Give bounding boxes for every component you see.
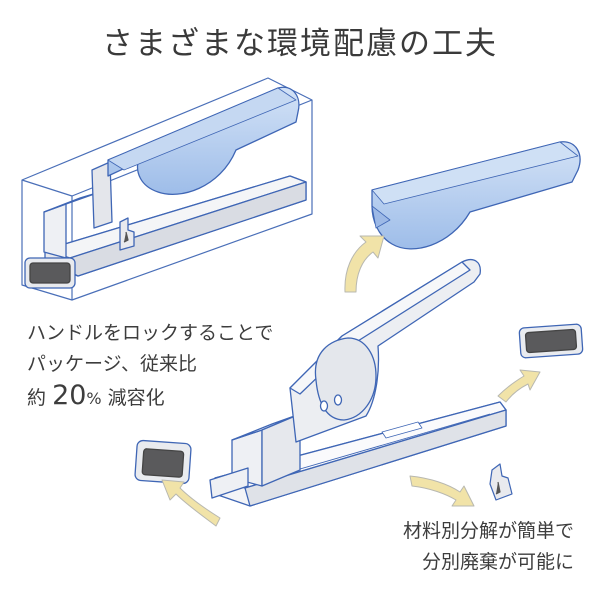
pivot-hole-2 (333, 394, 343, 406)
cushion-right (518, 323, 584, 359)
arrow-to-handle (344, 235, 385, 293)
volume-reduction-note: ハンドルをロックすることで パッケージ、従来比 約 20% 減容化 (27, 318, 273, 414)
reduction-label: 減容化 (107, 387, 165, 409)
note-left-line2: パッケージ、従来比 (27, 353, 198, 375)
packaged-body (43, 203, 67, 259)
pivot-plate (314, 337, 377, 421)
note-right-line1: 材料別分解が簡単で (402, 520, 574, 542)
reduction-number: 20 (52, 380, 87, 411)
percent-sign: % (86, 389, 102, 408)
packaged-punch (21, 77, 313, 301)
arrow-to-cushion-right (497, 369, 541, 403)
opened-punch (209, 259, 507, 507)
note-right-line2: 分別廃棄が可能に (421, 551, 574, 573)
cushion-left (134, 439, 192, 485)
note-left-line1: ハンドルをロックすることで (27, 322, 274, 344)
opened-front-block (209, 467, 249, 499)
pivot-hole-1 (319, 400, 329, 412)
note-left-line3: 約 20% 減容化 (27, 380, 273, 414)
loose-guide (489, 463, 513, 501)
arrow-to-guide (409, 475, 475, 507)
page-title: さまざまな環境配慮の工夫 (102, 26, 498, 62)
detached-handle (371, 141, 581, 250)
approx-label: 約 (27, 387, 47, 409)
disassembly-note: 材料別分解が簡単で 分別廃棄が可能に (403, 516, 574, 578)
arrow-to-cushion-left (161, 479, 221, 527)
arrows (161, 235, 541, 527)
